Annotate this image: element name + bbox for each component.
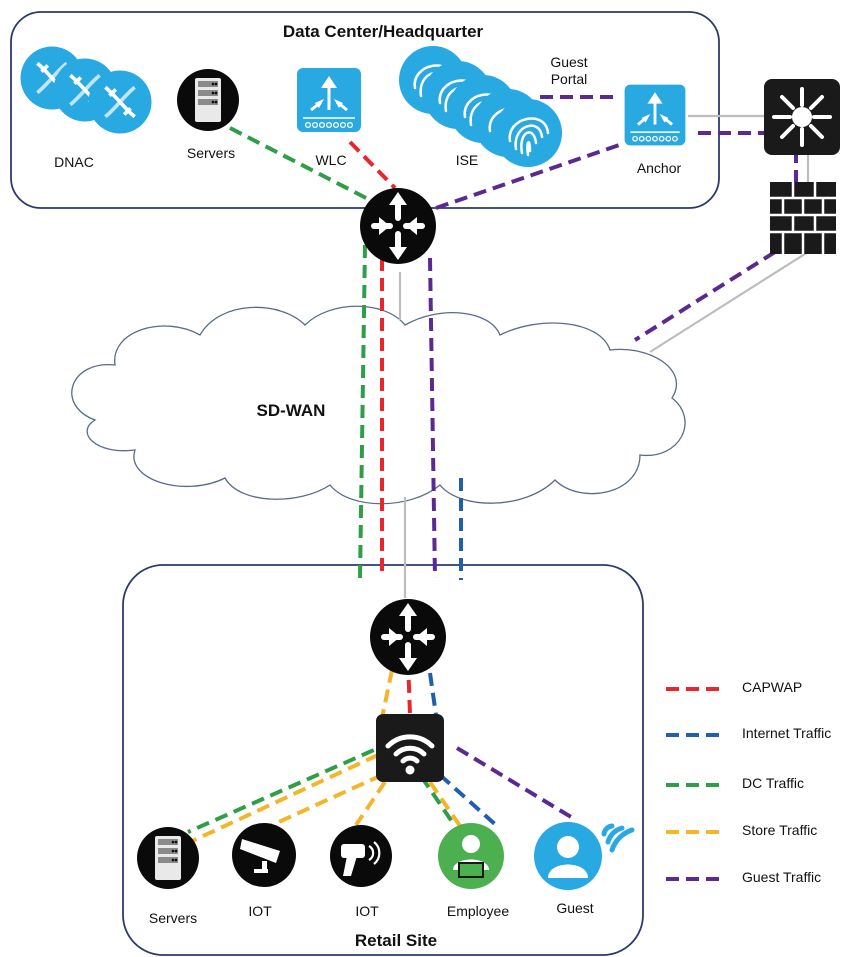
- store-traffic-links: [187, 669, 462, 845]
- scanner-icon: [330, 825, 392, 887]
- legend-label-guest: Guest Traffic: [742, 869, 821, 885]
- employee-label: Employee: [447, 903, 509, 919]
- firewall-icon: [770, 182, 836, 254]
- ise-icon: [397, 44, 564, 169]
- camera-icon: [232, 823, 296, 887]
- underlay-links: [398, 114, 810, 598]
- employee-icon: [438, 823, 504, 889]
- guest-portal-label-line2: Portal: [551, 71, 588, 87]
- ise-label: ISE: [456, 152, 479, 168]
- internet-traffic-links: [428, 478, 499, 828]
- legend-label-capwap: CAPWAP: [742, 679, 802, 695]
- iot-camera-label: IOT: [248, 903, 272, 919]
- servers-retail-icon: [137, 827, 199, 889]
- layer3-switch-icon: [764, 79, 840, 155]
- wlc-label: WLC: [315, 152, 346, 168]
- guest-traffic-links: [428, 95, 798, 822]
- anchor-label: Anchor: [637, 160, 682, 176]
- anchor-wlc-icon: [623, 83, 687, 147]
- wlc-icon: [295, 66, 363, 134]
- sd-wan-cloud: [71, 305, 686, 505]
- dnac-label: DNAC: [54, 154, 94, 170]
- guest-portal-label-line1: Guest: [550, 54, 587, 70]
- dnac-icon: [18, 44, 154, 136]
- wifi-signal-icon: [601, 823, 635, 853]
- iot-scanner-label: IOT: [355, 903, 379, 919]
- guest-icon: [534, 822, 602, 890]
- sd-wan-label: SD-WAN: [257, 401, 326, 420]
- dc-traffic-links: [187, 126, 457, 834]
- access-point-icon: [376, 714, 444, 782]
- guest-label: Guest: [556, 900, 593, 916]
- legend-label-store: Store Traffic: [742, 822, 817, 838]
- legend-label-dc: DC Traffic: [742, 775, 804, 791]
- servers-hq-label: Servers: [187, 145, 235, 161]
- servers-hq-icon: [177, 69, 239, 131]
- retail-site-title: Retail Site: [355, 931, 437, 950]
- legend-label-internet: Internet Traffic: [742, 725, 831, 741]
- retail-router-icon: [370, 599, 446, 675]
- servers-retail-label: Servers: [149, 910, 197, 926]
- hq-router-icon: [360, 188, 436, 264]
- headquarter-title: Data Center/Headquarter: [283, 22, 484, 41]
- legend: [666, 687, 726, 881]
